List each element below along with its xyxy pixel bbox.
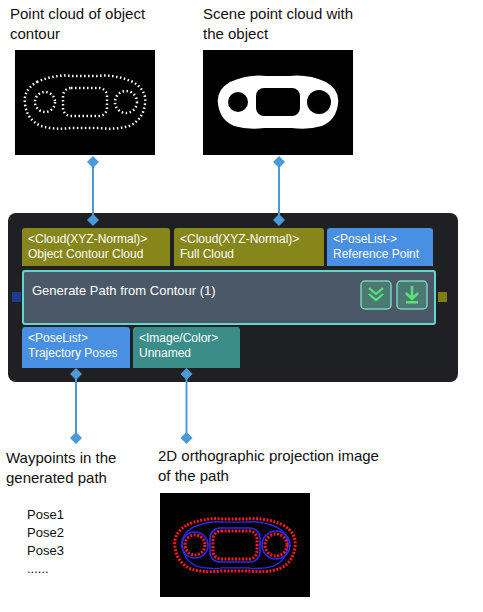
image-panel: Point cloud of object contour — [10, 4, 176, 156]
download-icon — [397, 281, 427, 309]
output-list: Waypoints in the generated pathPose1Pose… — [6, 446, 156, 578]
port-type: <Image/Color> — [139, 331, 234, 346]
port-name: Unnamed — [139, 346, 234, 361]
image-caption: Point cloud of object contour — [10, 4, 176, 44]
port-box: <Cloud(XYZ-Normal)>Full Cloud — [174, 228, 324, 266]
connector-line — [75, 374, 77, 438]
port-name: Full Cloud — [180, 247, 318, 262]
port-name: Trajectory Poses — [28, 346, 124, 361]
image-panel: 2D orthographic projection image of the … — [158, 446, 383, 600]
list-item: Pose2 — [6, 524, 156, 542]
scene-cloud-image — [203, 50, 353, 155]
list-heading: Waypoints in the generated path — [6, 448, 156, 488]
image-panel: Scene point cloud with the object — [203, 4, 355, 156]
port-name: Object Contour Cloud — [28, 247, 164, 262]
list-item: Pose1 — [6, 506, 156, 524]
step-box: Generate Path from Contour (1) — [22, 270, 436, 325]
port-type: <Cloud(XYZ-Normal)> — [28, 232, 164, 247]
connector-line — [186, 374, 188, 438]
input-handle — [12, 292, 21, 302]
collapse-icon — [361, 281, 391, 309]
port-box: <Image/Color>Unnamed — [133, 327, 240, 368]
port-box: <PoseList->Reference Point — [327, 228, 433, 266]
projection-image — [160, 493, 310, 597]
list-item: Pose3 — [6, 542, 156, 560]
connector-line — [92, 162, 94, 220]
contour-cloud-image — [15, 50, 155, 155]
step-title: Generate Path from Contour (1) — [32, 282, 350, 299]
module-panel — [8, 213, 458, 382]
list-item: ...... — [6, 560, 156, 578]
port-name: Reference Point — [333, 247, 427, 262]
image-caption: 2D orthographic projection image of the … — [158, 446, 383, 486]
port-box: <Cloud(XYZ-Normal)>Object Contour Cloud — [22, 228, 170, 266]
port-type: <PoseList> — [28, 331, 124, 346]
port-type: <PoseList-> — [333, 232, 427, 247]
port-type: <Cloud(XYZ-Normal)> — [180, 232, 318, 247]
connector-line — [278, 162, 280, 220]
image-caption: Scene point cloud with the object — [203, 4, 355, 44]
port-box: <PoseList>Trajectory Poses — [22, 327, 130, 368]
output-handle — [438, 292, 447, 302]
